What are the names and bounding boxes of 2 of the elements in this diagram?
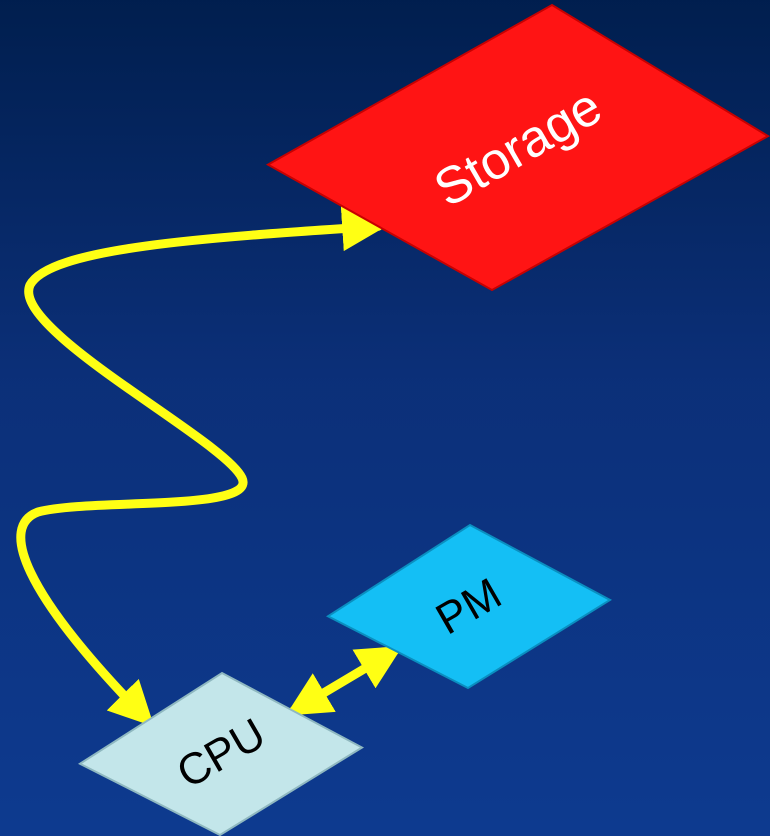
tile-label: CPU <box>168 709 274 799</box>
tile-label: PM <box>428 568 510 645</box>
